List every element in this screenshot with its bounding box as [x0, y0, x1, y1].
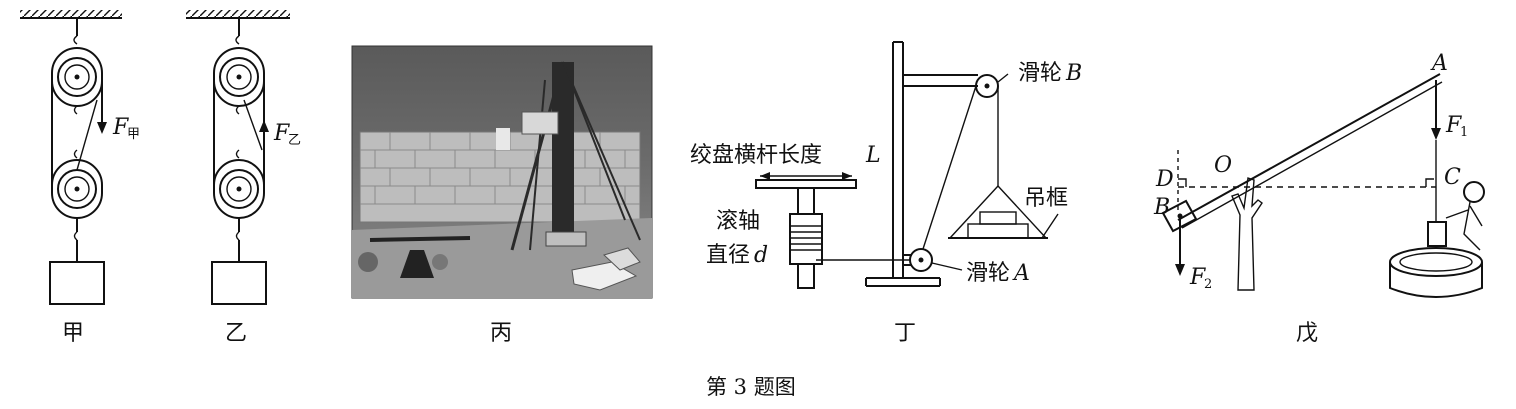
ceiling-hatch [186, 10, 290, 19]
pulley-a-label: 滑轮 [966, 261, 1010, 286]
force-arrow [259, 120, 269, 150]
gantry-frame [865, 41, 978, 287]
point-o-label: O [1214, 153, 1232, 178]
roller-label-2: 直径 [706, 243, 750, 268]
point-a-label: A [1430, 51, 1448, 76]
panel-label: 丁 [894, 321, 916, 346]
point-c-label: C [1444, 165, 1461, 190]
force-label: F [112, 115, 129, 140]
roller-var: d [754, 243, 768, 268]
weight-block [211, 261, 267, 305]
movable-pulley [213, 159, 265, 219]
pulley-b-var: B [1065, 61, 1082, 86]
fixed-pulley [51, 47, 103, 107]
panel-label: 甲 [62, 321, 84, 346]
f2-subscript: 2 [1204, 277, 1212, 292]
f2-label: F [1189, 265, 1206, 290]
panel-yi: F 乙 乙 [186, 10, 301, 346]
point-d-label: D [1155, 167, 1174, 192]
fixed-pulley [213, 47, 265, 107]
crossbar-var: L [865, 143, 881, 168]
force-arrow-f1 [1431, 80, 1441, 140]
panel-label: 乙 [225, 321, 247, 346]
well [1389, 247, 1483, 298]
counterweight-block [1161, 199, 1198, 233]
pivot-post [1231, 177, 1263, 291]
panel-jia: F 甲 甲 [20, 10, 140, 346]
capstan: 绞盘横杆长度 L [690, 143, 881, 289]
point-b-label: B [1153, 195, 1170, 220]
brick-wall [359, 131, 641, 223]
person [1445, 181, 1485, 251]
weight-block [49, 261, 105, 305]
panel-label: 戊 [1296, 321, 1318, 346]
figure-caption: 第 3 题图 [706, 375, 796, 399]
frame-label: 吊框 [1024, 186, 1068, 211]
hanging-frame [948, 185, 1048, 239]
lever-pole [1177, 73, 1443, 229]
water-bucket [1427, 221, 1447, 247]
crane-photo [351, 45, 653, 299]
force-subscript: 乙 [288, 133, 301, 148]
pulley-b-label: 滑轮 [1018, 61, 1062, 86]
f1-subscript: 1 [1460, 125, 1468, 140]
panel-wu: F 2 F 1 A B C D O 戊 [1153, 51, 1485, 346]
pulley-a-var: A [1012, 261, 1030, 286]
panel-bing: 丙 [351, 45, 653, 346]
force-subscript: 甲 [127, 127, 140, 142]
force-label: F [273, 121, 290, 146]
ceiling-hatch [20, 10, 122, 19]
panel-ding: 滑轮 B 滑轮 A 吊框 绞盘横杆长度 L [690, 41, 1082, 346]
f1-label: F [1445, 113, 1462, 138]
pulley-b [975, 74, 999, 98]
force-arrow [97, 100, 107, 134]
crossbar-label: 绞盘横杆长度 [690, 143, 822, 168]
panel-label: 丙 [490, 321, 512, 346]
force-arrow-f2 [1175, 218, 1185, 276]
roller-label-1: 滚轴 [716, 209, 760, 234]
